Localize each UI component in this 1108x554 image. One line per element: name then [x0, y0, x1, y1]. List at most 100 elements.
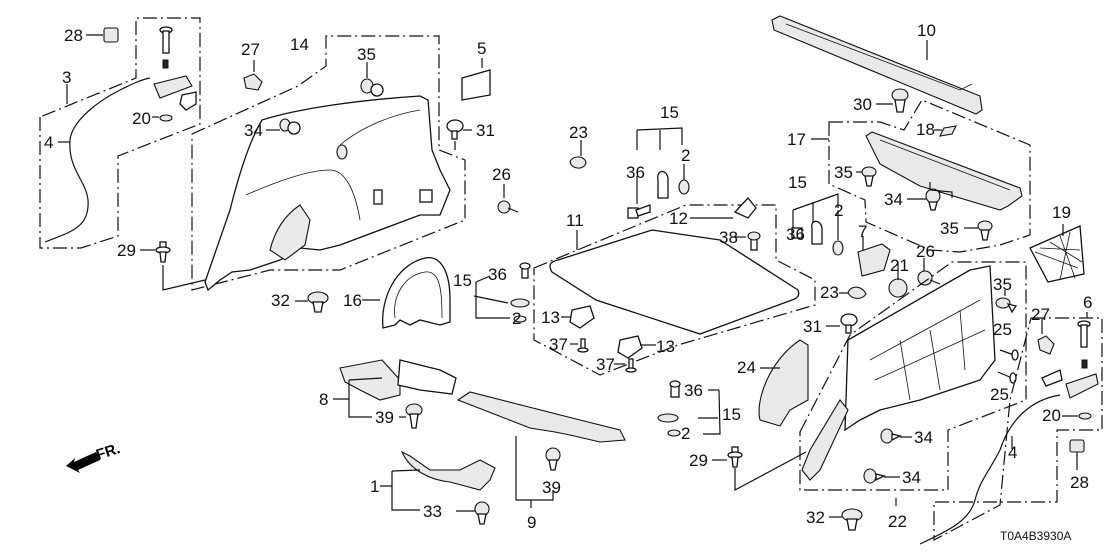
callout-34: 34 [244, 121, 263, 140]
screw-icon [917, 258, 941, 286]
callout-9: 9 [527, 513, 536, 532]
callout-2: 2 [681, 424, 690, 443]
callout-35: 35 [993, 275, 1012, 294]
callout-1: 1 [370, 477, 379, 496]
push-clip-icon [405, 403, 423, 429]
callout-19: 19 [1052, 203, 1071, 222]
callout-35: 35 [940, 219, 959, 238]
callout-34: 34 [914, 428, 933, 447]
screw-icon [997, 371, 1017, 384]
callout-4: 4 [44, 133, 53, 152]
grommet-icon [880, 428, 902, 444]
callout-32: 32 [271, 291, 290, 310]
callout-34: 34 [902, 468, 921, 487]
pin-icon [826, 313, 858, 334]
callout-22: 22 [888, 512, 907, 531]
part-group-17 [811, 99, 1031, 253]
callout-20: 20 [132, 109, 151, 128]
push-clip-icon [977, 220, 993, 241]
washer-icon [1078, 412, 1092, 420]
callout-21: 21 [890, 256, 909, 275]
callout-37: 37 [549, 335, 568, 354]
grommet-icon [863, 468, 886, 484]
diagram-code: T0A4B3930A [1000, 529, 1071, 543]
grommet-icon [888, 262, 908, 298]
callout-36: 36 [488, 265, 507, 284]
part-group-14 [140, 35, 472, 292]
clip-icon [712, 446, 807, 492]
callout-26: 26 [492, 165, 511, 184]
pin-icon [446, 119, 464, 140]
callout-39: 39 [542, 478, 561, 497]
part-group-6 [919, 312, 1103, 545]
part-5 [461, 58, 491, 101]
callout-15: 15 [788, 173, 807, 192]
callout-14: 14 [290, 35, 309, 54]
screw-icon [625, 358, 637, 373]
callout-23: 23 [569, 123, 588, 142]
part-group-15-center [627, 127, 690, 219]
callout-36: 36 [786, 225, 805, 244]
arrow-left-icon [66, 452, 100, 473]
callout-20: 20 [1042, 406, 1061, 425]
grommet-icon [360, 78, 384, 97]
callout-37: 37 [596, 355, 615, 374]
clip-icon [103, 27, 119, 43]
callout-2: 2 [681, 146, 690, 165]
clip-icon [1069, 439, 1085, 453]
callout-3: 3 [62, 68, 71, 87]
callout-39: 39 [375, 408, 394, 427]
part-group-15-lower [657, 380, 721, 437]
callout-18: 18 [916, 120, 935, 139]
part-24 [758, 339, 809, 427]
callout-25: 25 [990, 385, 1009, 404]
bolt-icon [159, 26, 173, 69]
callout-4: 4 [1008, 443, 1017, 462]
screw-icon [577, 338, 589, 353]
washer-icon [159, 114, 173, 122]
direction-label: FR. [94, 440, 122, 464]
callout-6: 6 [1083, 293, 1092, 312]
callout-17: 17 [787, 130, 806, 149]
callout-29: 29 [689, 451, 708, 470]
callout-36: 36 [684, 381, 703, 400]
callout-8: 8 [319, 390, 328, 409]
callout-16: 16 [343, 291, 362, 310]
part-group-9 [456, 391, 626, 508]
callout-5: 5 [477, 39, 486, 58]
clip-icon [243, 73, 263, 91]
grommet-icon [279, 118, 301, 135]
bolt-icon [1077, 320, 1091, 369]
callout-25: 25 [993, 320, 1012, 339]
callout-34: 34 [884, 190, 903, 209]
push-clip-icon [474, 501, 490, 525]
callout-7: 7 [858, 222, 867, 241]
clip-icon [1037, 318, 1055, 355]
callout-24: 24 [737, 358, 756, 377]
part-group-15-left [473, 262, 531, 323]
callout-27: 27 [241, 40, 260, 59]
callout-30: 30 [853, 95, 872, 114]
push-clip-icon [876, 88, 909, 113]
callout-31: 31 [803, 317, 822, 336]
part-7 [857, 236, 891, 277]
screw-icon [497, 184, 519, 214]
part-11 [533, 197, 816, 376]
callout-10: 10 [917, 21, 936, 40]
screw-icon [747, 231, 761, 251]
callout-2: 2 [834, 201, 843, 220]
callout-13: 13 [541, 308, 560, 327]
callout-38: 38 [719, 228, 738, 247]
callout-32: 32 [806, 508, 825, 527]
callout-12: 12 [669, 209, 688, 228]
clip-icon [839, 286, 867, 299]
callout-28: 28 [1070, 473, 1089, 492]
latch-icon [153, 75, 197, 111]
callout-35: 35 [834, 163, 853, 182]
push-clip-icon [829, 508, 863, 531]
front-direction-indicator: FR. [66, 440, 122, 473]
push-clip-icon [545, 447, 561, 471]
push-clip-icon [995, 297, 1018, 314]
